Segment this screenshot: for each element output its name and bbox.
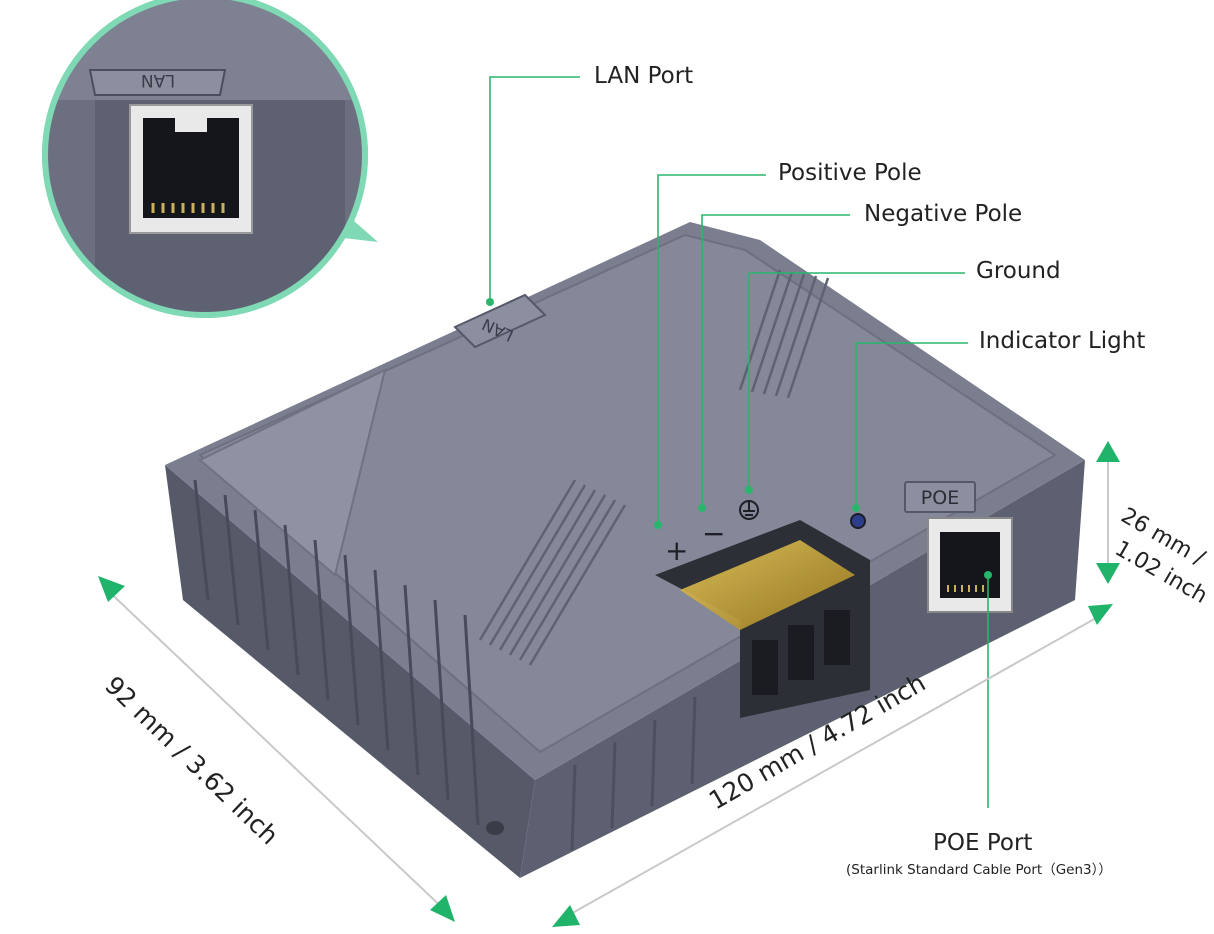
- indicator-light-callout: Indicator Light: [979, 328, 1146, 354]
- negative-pole-callout: Negative Pole: [864, 201, 1023, 227]
- poe-port-callout: POE Port: [933, 830, 1033, 856]
- terminal-screw-1[interactable]: [752, 640, 778, 695]
- cooling-fins-front: [570, 696, 697, 851]
- dimension-arrow-icon: [98, 441, 1120, 927]
- ethernet-port-icon: [947, 585, 984, 592]
- dimension-lines: [101, 450, 1109, 921]
- poe-port-note: (Starlink Standard Cable Port（Gen3））: [846, 862, 1112, 878]
- indicator-led-icon: [850, 513, 866, 529]
- terminal-block[interactable]: [655, 520, 870, 718]
- lan-ethernet-port[interactable]: [129, 104, 253, 234]
- lan-label-plate: LAN: [453, 293, 547, 349]
- lan-port-zoom: LAN: [42, 0, 378, 318]
- device-left-facet: [198, 368, 387, 577]
- groove-lines: [478, 269, 830, 666]
- positive-pole-callout: Positive Pole: [778, 160, 922, 186]
- ethernet-port-icon: [151, 203, 225, 213]
- poe-ethernet-port[interactable]: [927, 517, 1013, 613]
- device-left-side: [165, 465, 535, 878]
- ground-callout: Ground: [976, 258, 1061, 284]
- leader-lines: [489, 76, 989, 808]
- device-top-panel: [198, 233, 1057, 754]
- minus-marking: −: [702, 517, 725, 550]
- poe-label-plate: POE: [904, 481, 976, 513]
- mounting-hole: [486, 821, 504, 835]
- terminal-cover: [680, 540, 855, 630]
- plus-marking: +: [665, 534, 688, 567]
- terminal-screw-3[interactable]: [824, 610, 850, 665]
- ground-symbol-icon: [739, 500, 759, 520]
- poe-plate-text: POE: [921, 487, 959, 509]
- cooling-fins-left: [193, 479, 480, 826]
- leader-dots: [486, 298, 992, 579]
- lan-port-callout: LAN Port: [594, 63, 694, 89]
- zoom-lan-plate-text: LAN: [141, 70, 175, 90]
- terminal-screw-2[interactable]: [788, 625, 814, 680]
- poe-injector-device: LAN + − POE: [165, 222, 1085, 878]
